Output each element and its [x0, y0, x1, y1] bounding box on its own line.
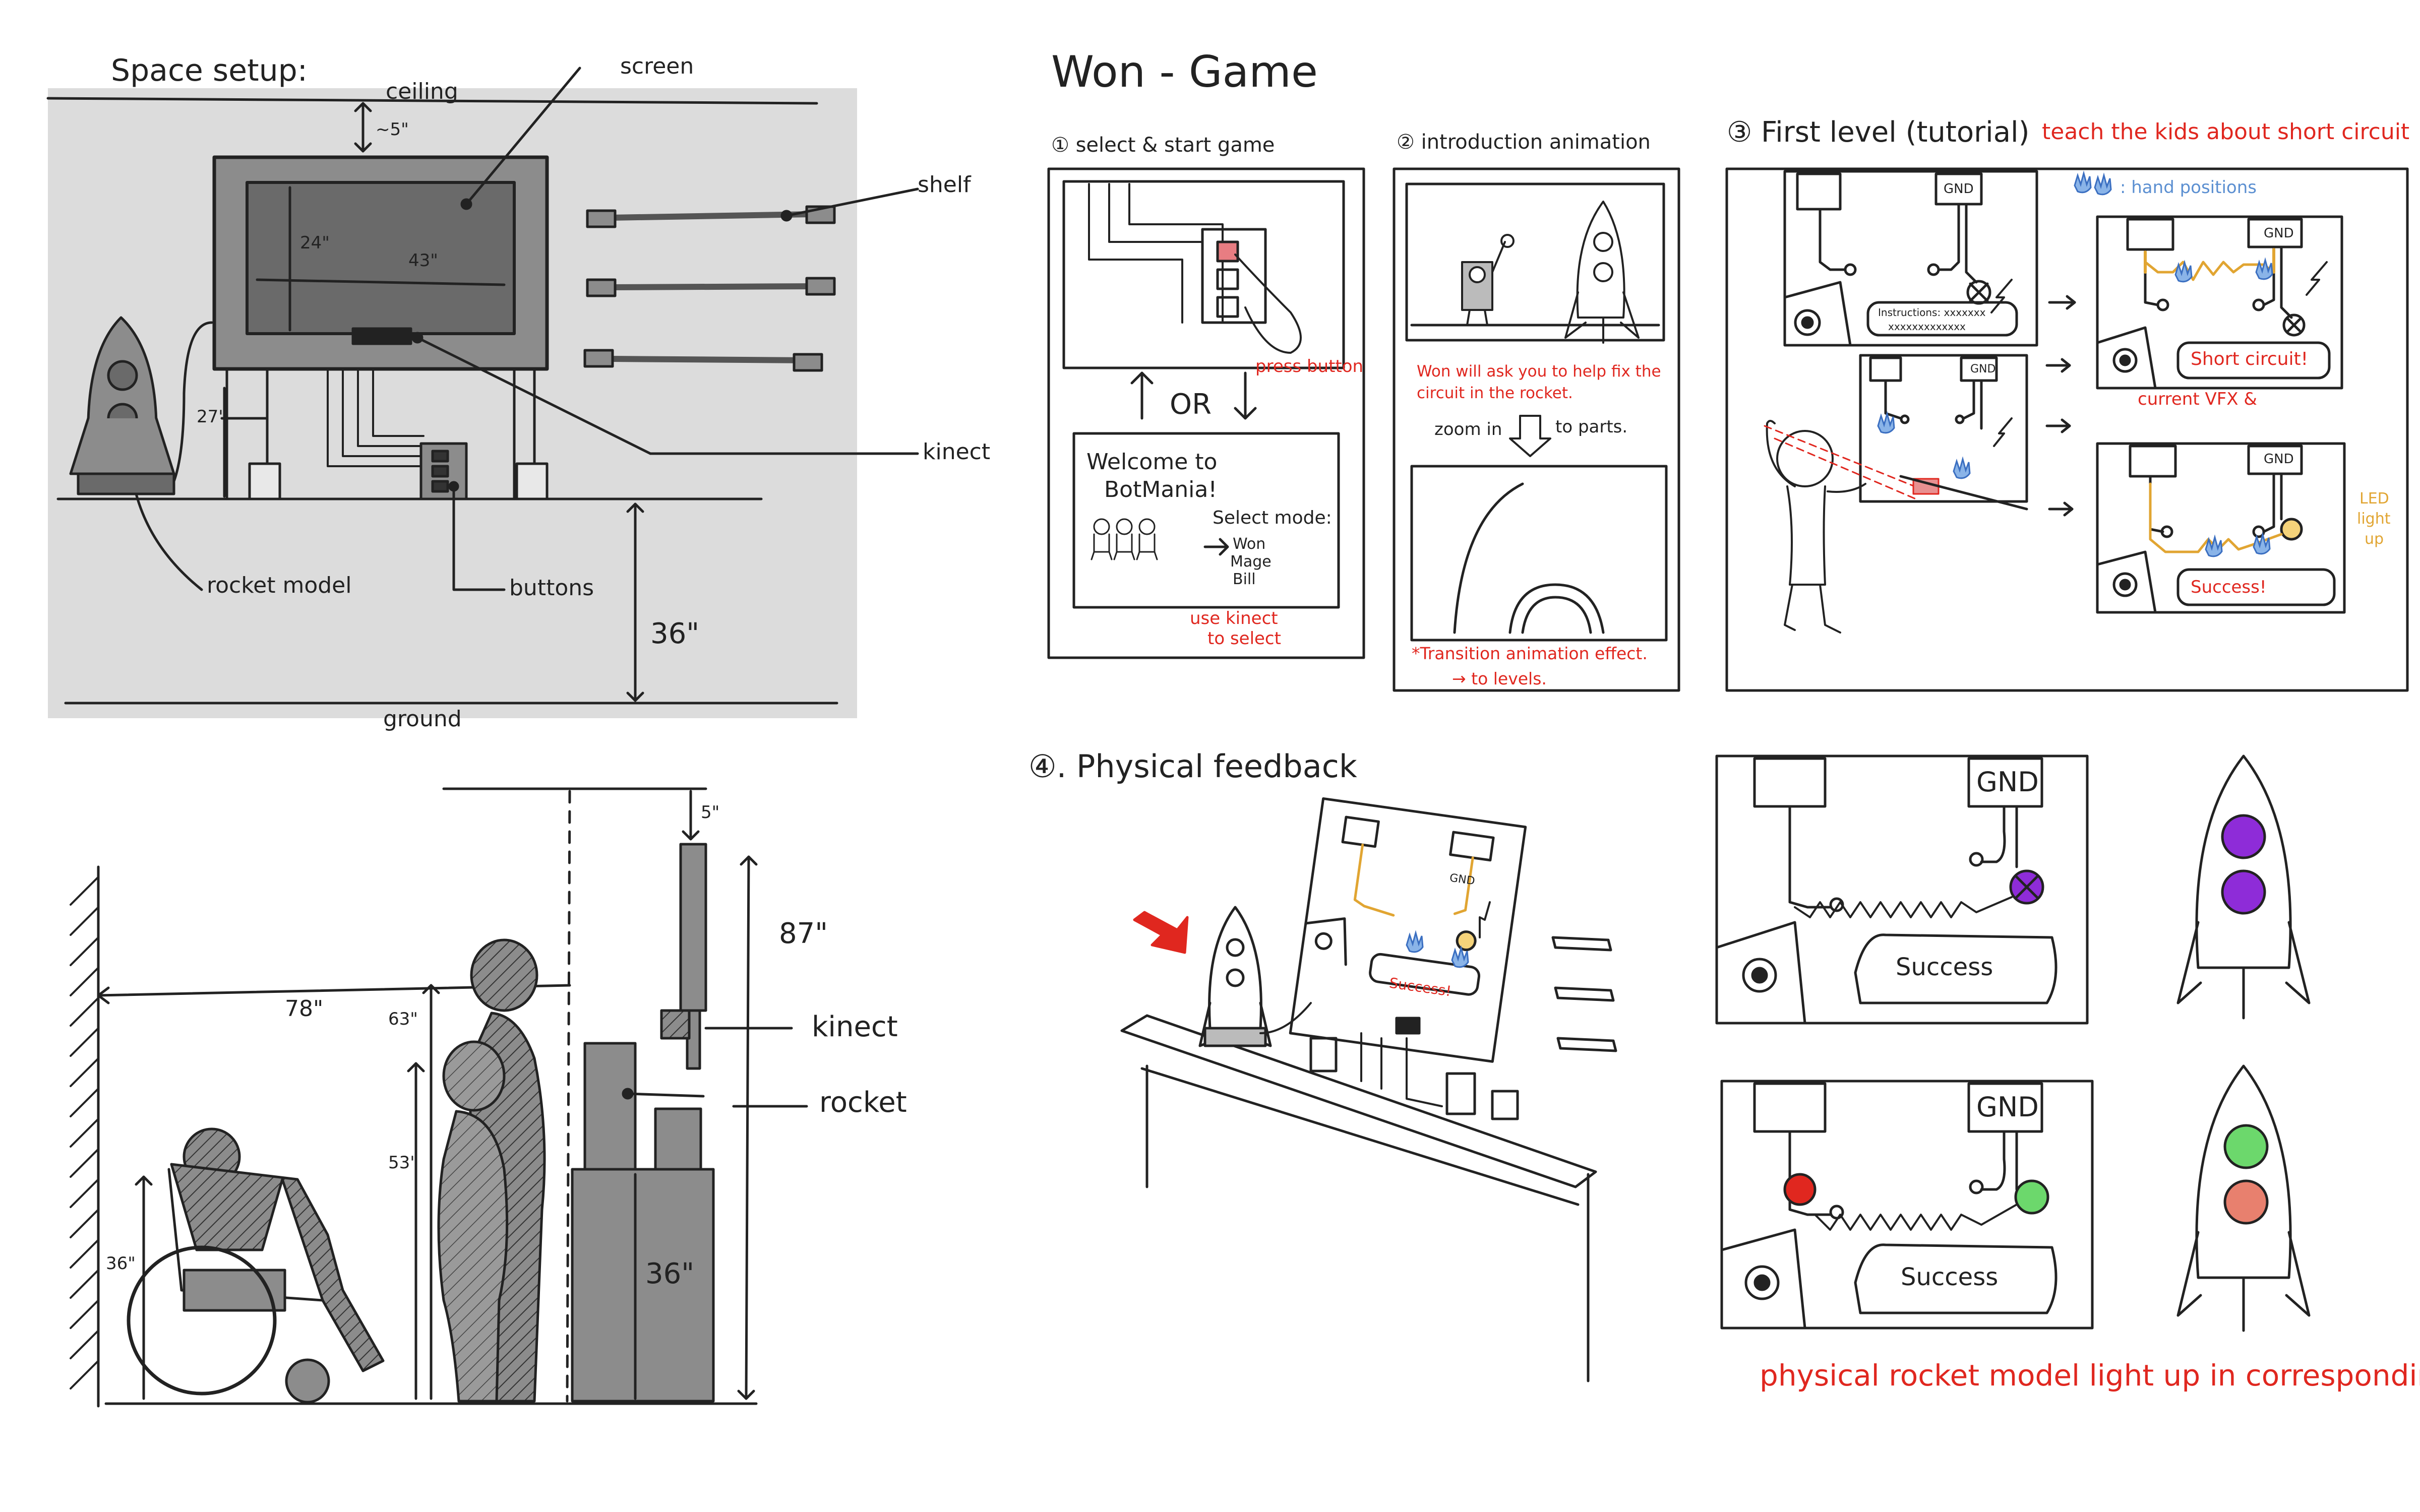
table-height-label: 36": [645, 1257, 695, 1290]
transition-note-2: → to levels.: [1452, 669, 1547, 688]
step2-heading: ② introduction animation: [1397, 131, 1651, 154]
buttons-label: buttons: [509, 575, 594, 601]
select-mode-label: Select mode:: [1213, 508, 1332, 528]
step3-frame: [1725, 167, 2409, 692]
success-screen-tutorial: [2096, 442, 2346, 614]
shelf-2: [586, 277, 836, 297]
step2-note-1: Won will ask you to help fix the: [1417, 362, 1661, 381]
mode-won[interactable]: Won: [1233, 535, 1266, 553]
screen-height-label: 24": [300, 233, 330, 253]
step1-screen: [1062, 180, 1345, 369]
stand-height-label: 27": [197, 407, 226, 427]
shelf-1: [586, 205, 836, 228]
teach-note: teach the kids about short circuit: [2042, 119, 2410, 145]
step2-note-2: circuit in the rocket.: [1417, 384, 1573, 402]
step2-screen: [1405, 182, 1665, 342]
step1-welcome-screen: [1072, 432, 1340, 609]
kinect-bar: [351, 327, 412, 345]
child-sketch: [1766, 420, 1866, 634]
gnd-label-b: GND: [1970, 363, 1996, 375]
won-robot-sketch: [1461, 234, 1515, 326]
rocket-model-sketch: [69, 316, 175, 495]
step1-heading: ① select & start game: [1051, 134, 1275, 157]
gnd-label-d: GND: [2264, 452, 2294, 467]
gnd-label-purple: GND: [1976, 766, 2039, 798]
feedback-rocket-sketch: [1198, 906, 1272, 1047]
top-gap-label: 5": [701, 802, 720, 823]
rocket-model-label: rocket model: [207, 573, 352, 598]
rocket-green-sketch: [2176, 1064, 2311, 1332]
person-tall-label: 63": [388, 1009, 418, 1029]
success-label-green: Success: [1901, 1263, 1999, 1291]
space-setup-title: Space setup:: [111, 53, 308, 88]
tutorial-success-label: Success!: [2191, 577, 2267, 597]
intro-rocket-sketch: [1564, 201, 1640, 344]
current-vfx-note: current VFX &: [2138, 389, 2257, 409]
circuit-screen-purple: [1715, 754, 2089, 1025]
desk-top: [1120, 1014, 1597, 1188]
step3-heading: ③ First level (tutorial): [1727, 116, 2030, 149]
ground-label: ground: [383, 706, 462, 732]
shelf-label: shelf: [918, 172, 971, 198]
pointer-red-arrow: [1133, 911, 1189, 954]
wheelchair-height-label: 36": [106, 1253, 136, 1274]
led-note-1: LED: [2360, 490, 2389, 508]
step1-frame: [1047, 167, 1365, 659]
ceiling-gap-label: ~5": [376, 119, 409, 140]
side-rocket-label: rocket: [819, 1086, 907, 1119]
hand-positions-note: : hand positions: [2120, 177, 2257, 198]
step2-frame: [1393, 167, 1680, 692]
gnd-label-c: GND: [2264, 226, 2294, 241]
welcome-line2: BotMania!: [1104, 477, 1217, 502]
screen-display: [246, 181, 516, 335]
tutorial-screen-a: [1783, 170, 2038, 347]
instructions-line1: Instructions: xxxxxxx: [1878, 306, 1986, 319]
ceiling-label: ceiling: [386, 79, 458, 104]
floor-height-label: 36": [650, 617, 700, 650]
use-kinect-note-2: to select: [1207, 628, 1281, 649]
transition-note-1: *Transition animation effect.: [1412, 644, 1648, 663]
rocket-purple-sketch: [2176, 754, 2311, 1020]
side-kinect-label: kinect: [812, 1011, 898, 1043]
mode-bill[interactable]: Bill: [1233, 571, 1256, 588]
zoom-in-label: zoom in: [1434, 419, 1502, 439]
game-title: Won - Game: [1051, 47, 1318, 97]
person-short-label: 53": [388, 1153, 418, 1173]
circuit-screen-green: [1720, 1080, 2094, 1330]
welcome-line1: Welcome to: [1086, 449, 1218, 475]
led-note-2: light: [2357, 510, 2391, 528]
shelf-3: [583, 349, 823, 372]
total-height-label: 87": [779, 917, 828, 950]
mode-mage[interactable]: Mage: [1230, 553, 1272, 571]
screen-label: screen: [620, 53, 694, 79]
gnd-label-green: GND: [1976, 1091, 2039, 1123]
to-parts-label: to parts.: [1555, 417, 1628, 437]
short-circuit-label: Short circuit!: [2191, 349, 2309, 369]
use-kinect-note-1: use kinect: [1190, 608, 1278, 628]
gnd-label-a: GND: [1944, 181, 1974, 197]
led-note-3: up: [2365, 530, 2384, 548]
physical-feedback-note: physical rocket model light up in corres…: [1760, 1358, 2420, 1393]
feedback-monitor: [1289, 797, 1527, 1063]
tutorial-screen-b: [1859, 354, 2028, 503]
success-label-purple: Success: [1896, 953, 1993, 981]
screen-width-label: 43": [408, 250, 438, 271]
kinect-label: kinect: [923, 439, 991, 465]
or-label: OR: [1170, 388, 1212, 421]
room-width-label: 78": [285, 996, 324, 1022]
instructions-line2: xxxxxxxxxxxxx: [1888, 321, 1966, 333]
press-button-note: press button: [1255, 356, 1364, 376]
step4-heading: ④. Physical feedback: [1028, 748, 1357, 785]
